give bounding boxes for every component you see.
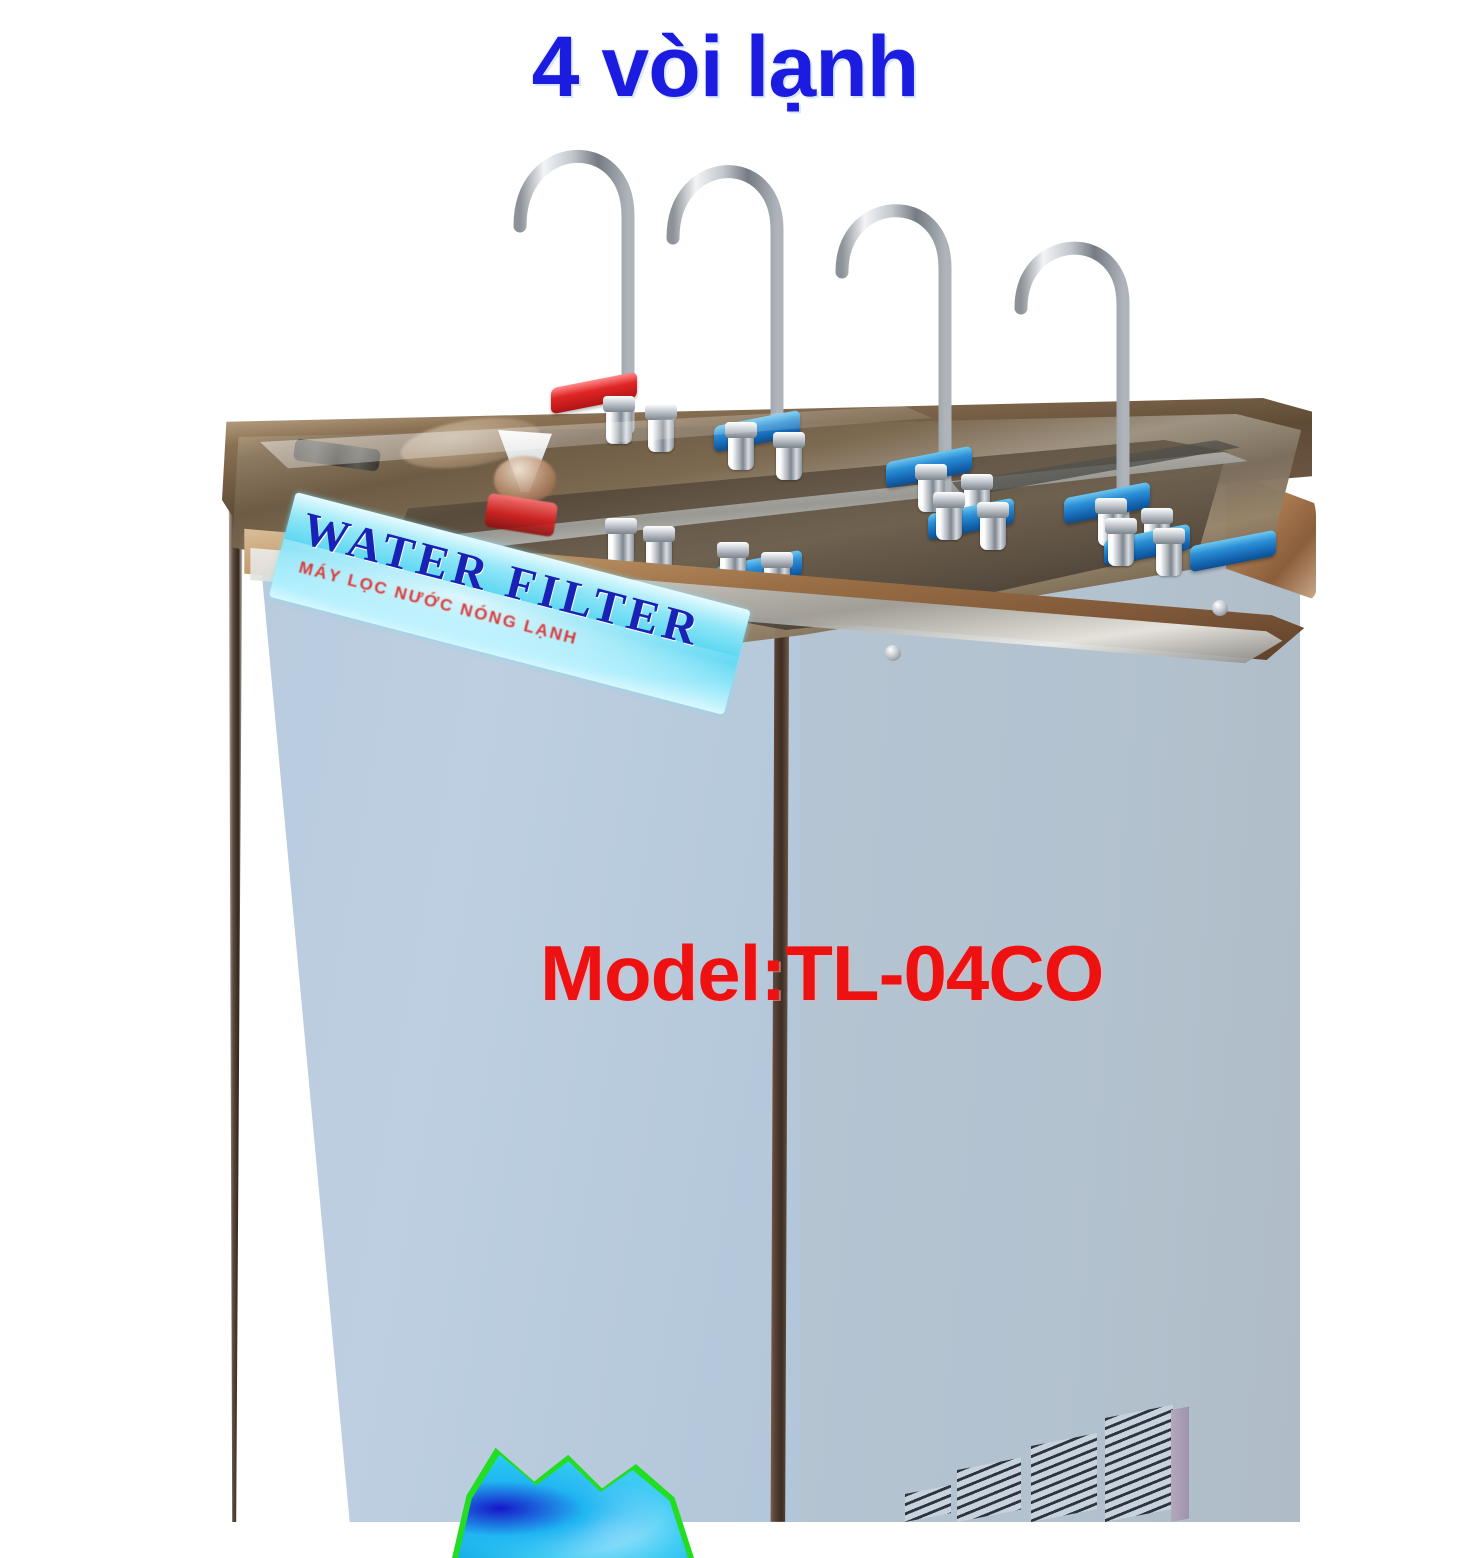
product-photo-canvas: 4 vòi lạnh (0, 0, 1474, 1522)
chrome-nut-1b (645, 404, 677, 420)
gooseneck-faucet-2[interactable] (655, 126, 825, 443)
chrome-nut-8 (1105, 518, 1137, 534)
chrome-nut-7b (977, 502, 1009, 518)
mounting-bolt-1 (885, 645, 901, 661)
chrome-nut-7 (933, 492, 965, 508)
model-overlay-text: Model:TL-04CO (540, 929, 1104, 1017)
vent-side-wall (1171, 1406, 1189, 1522)
gooseneck-faucet-3[interactable] (825, 168, 995, 525)
chrome-nut-2b (773, 432, 805, 448)
gooseneck-faucet-1[interactable] (500, 108, 670, 435)
chrome-nut-1 (603, 396, 635, 412)
vent-group-3 (1031, 1433, 1097, 1522)
vent-group-2 (957, 1457, 1021, 1522)
vent-group-1 (905, 1485, 951, 1522)
chrome-nut-3 (915, 464, 947, 480)
chrome-nut-4 (1095, 498, 1127, 514)
chrome-nut-4b (1141, 508, 1173, 524)
chrome-nut-6 (717, 542, 749, 558)
gooseneck-faucet-4[interactable] (1005, 208, 1175, 555)
chrome-nut-2 (725, 422, 757, 438)
water-dispenser-unit: WATER FILTER MÁY LỌC NƯỚC NÓNG LẠNH Mode… (0, 0, 1474, 1522)
chrome-nut-5 (605, 518, 637, 534)
chrome-nut-8b (1153, 528, 1185, 544)
chrome-nut-6b (761, 552, 793, 568)
cabinet-left-edge-trim (228, 430, 243, 1522)
cabinet-right-side-panel (800, 540, 1300, 1522)
chrome-nut-3b (961, 474, 993, 490)
title-overlay-text: 4 vòi lạnh (531, 19, 920, 115)
cabinet-corner-post (770, 560, 790, 1522)
chrome-nut-5b (643, 526, 675, 542)
mounting-bolt-2 (1212, 600, 1228, 616)
vent-group-4 (1105, 1404, 1173, 1522)
ventilation-louvers (905, 1398, 1240, 1522)
